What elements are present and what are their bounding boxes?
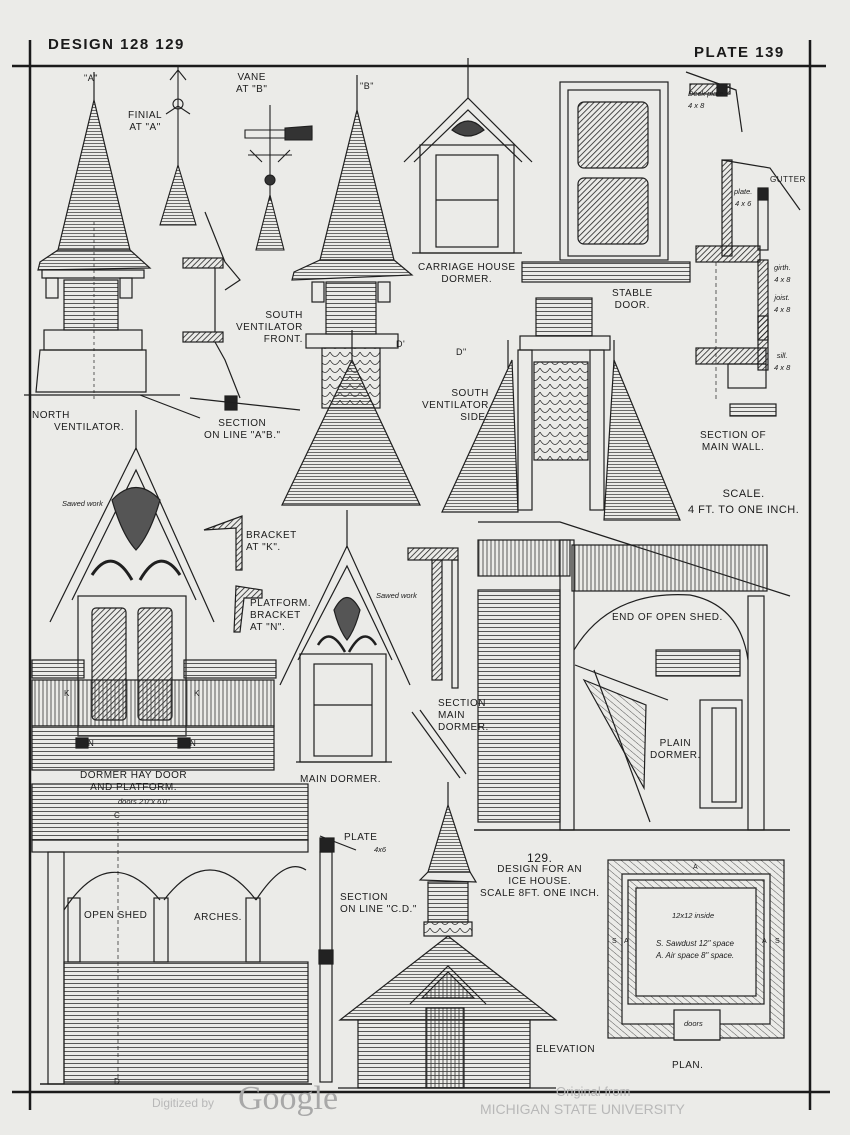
plan-a-top: A: [693, 864, 699, 871]
sawed-work-label-1: Sawed work: [62, 499, 103, 508]
elevation-label: ELEVATION: [536, 1044, 596, 1055]
joist-label: joist.4 x 8: [774, 293, 791, 314]
vane-drawing: [244, 105, 313, 251]
plan-doors-label: doors: [684, 1019, 703, 1028]
plan-a-left: A: [624, 938, 630, 945]
d-mark: D: [114, 1077, 121, 1086]
c-mark: C: [114, 811, 121, 820]
dormer-hay-door-drawing: [31, 410, 277, 771]
point-a-label: "A": [84, 73, 98, 83]
d-prime-mark: D': [396, 339, 406, 349]
plate-4x6-label: plate.4 x 6: [734, 187, 753, 208]
sawed-work-label-2: Sawed work: [376, 591, 417, 600]
google-logo: Google: [238, 1080, 339, 1117]
k-mark-left: K: [64, 689, 70, 698]
south-ventilator-side-drawing: [441, 297, 681, 521]
scale-label: SCALE.4 FT. TO ONE INCH.: [688, 488, 800, 516]
deck-plate-label: Deck plate.4 x 8: [688, 89, 726, 110]
open-shed-arches-drawing: [31, 783, 312, 1085]
plan-s-left: S: [612, 938, 618, 945]
open-shed-label: OPEN SHED: [84, 910, 148, 921]
point-b-label: "B": [360, 81, 374, 91]
doors-size-label: doors 2'0"x 6'0": [118, 797, 170, 806]
open-shed-end-drawing: [474, 521, 791, 831]
main-dormer-label: MAIN DORMER.: [300, 774, 381, 785]
finial-drawing: [159, 65, 197, 226]
section-ab-drawing: [182, 211, 301, 411]
university-text: MICHIGAN STATE UNIVERSITY: [480, 1101, 685, 1117]
k-mark-right: K: [194, 689, 200, 698]
south-ventilator-front-drawing: [281, 75, 421, 506]
stable-door-drawing: [521, 81, 691, 283]
arches-label: ARCHES.: [194, 912, 242, 923]
ice-house-elevation-drawing: [338, 782, 558, 1089]
north-ventilator-drawing: [24, 72, 201, 419]
main-dormer-drawing: [279, 510, 411, 763]
plan-inside-label: 12x12 inside: [672, 911, 715, 920]
design-number-header: DESIGN 128 129: [48, 36, 185, 53]
ice-house-plan-drawing: [607, 859, 785, 1041]
section-main-wall-drawing: [685, 71, 801, 417]
sill-label: sill.4 x 8: [774, 351, 791, 372]
plan-a-right: A: [762, 938, 768, 945]
section-cd-drawing: [318, 835, 357, 1083]
plan-s-right: S: [775, 938, 781, 945]
girth-label: girth.4 x 8: [774, 263, 791, 284]
digitized-by-text: Digitized by: [152, 1096, 215, 1110]
section-main-dormer-drawing: [407, 547, 467, 779]
n-mark-left: N: [88, 739, 95, 748]
gutter-label: GUTTER: [770, 175, 806, 184]
end-of-open-shed-label: END OF OPEN SHED.: [612, 612, 723, 623]
plan-label: PLAN.: [672, 1060, 704, 1071]
page-frame: [12, 40, 830, 1110]
carriage-dormer-drawing: [403, 58, 533, 254]
d-double-mark: D": [456, 347, 467, 357]
original-from-text: Original from: [556, 1084, 631, 1099]
brackets-drawing: [203, 515, 263, 633]
n-mark-right: N: [190, 739, 197, 748]
plate-number-header: PLATE 139: [694, 44, 785, 61]
